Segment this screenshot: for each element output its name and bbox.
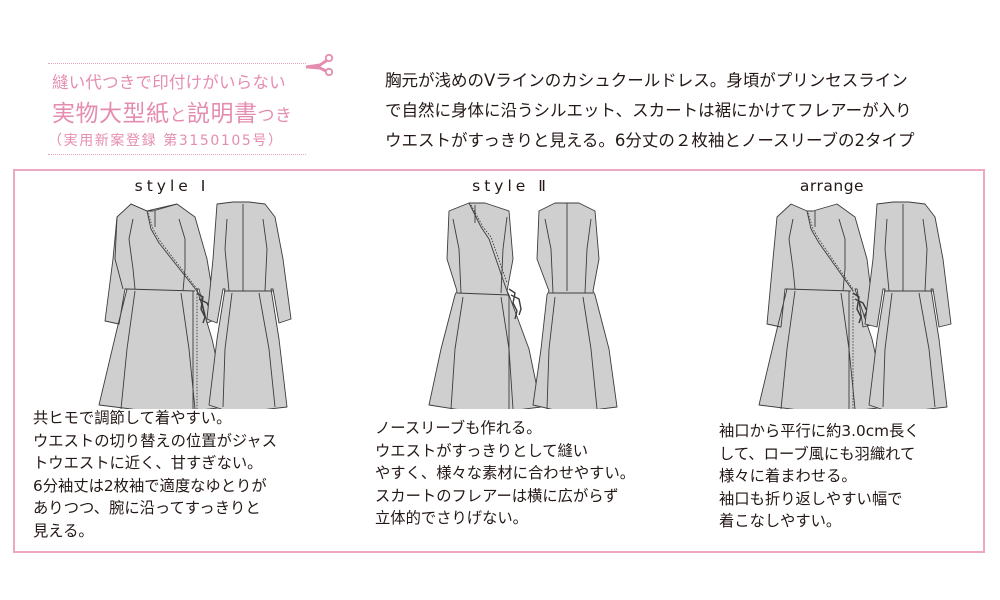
desc-line: 6分袖丈は2枚袖で適度なゆとりが <box>33 476 267 495</box>
promo-manual-label: 説明書 <box>187 101 258 127</box>
promo-patent-text: （実用新案登録 第3150105号） <box>48 133 284 149</box>
promo-pattern-text: 実物大型紙と説明書つき <box>52 94 293 128</box>
style-panel-arrange: arrange <box>685 171 985 551</box>
intro-line: で自然に身体に沿うシルエット、スカートは裾にかけてフレアーが入り <box>385 101 912 120</box>
desc-line: 袖口から平行に約3.0cm長く <box>719 422 920 440</box>
intro-description: 胸元が浅めのVラインのカシュクールドレス。身頃がプリンセスライン で自然に身体に… <box>385 66 997 156</box>
desc-line: ウエストがすっきりとして縫い <box>375 441 589 460</box>
style-description: 袖口から平行に約3.0cm長く して、ローブ風にも羽織れて 様々に着まわせる。 … <box>719 420 920 533</box>
promo-seam-allowance-text: 縫い代つきで印付けがいらない <box>52 73 286 92</box>
long-sleeve-dress-illustration <box>98 201 292 409</box>
desc-line: 着こなしやすい。 <box>719 512 842 530</box>
style-title: arrange <box>799 177 865 195</box>
intro-line: 胸元が浅めのVラインのカシュクールドレス。身頃がプリンセスライン <box>385 71 908 90</box>
desc-line: スカートのフレアーは横に広がらず <box>375 486 619 505</box>
style-title: style Ⅱ <box>472 177 550 195</box>
style-title: style Ⅰ <box>134 177 210 195</box>
style-description: 共ヒモで調節して着やすい。 ウエストの切り替えの位置がジャス トウエストに近く、… <box>33 407 277 542</box>
intro-line: ウエストがすっきりと見える。6分丈の２枚袖とノースリーブの2タイプ <box>385 131 915 150</box>
promo-pattern-label: 実物大型紙 <box>52 101 170 127</box>
promo-connector: と <box>169 106 187 126</box>
desc-line: ありつつ、腕に沿ってすっきりと <box>33 499 261 517</box>
desc-line: 共ヒモで調節して着やすい。 <box>33 409 232 427</box>
desc-line: 様々に着まわせる。 <box>719 467 857 485</box>
desc-line: トウエストに近く、甘すぎない。 <box>33 454 263 472</box>
desc-line: やすく、様々な素材に合わせやすい。 <box>375 464 636 482</box>
sleeveless-dress-illustration <box>428 202 618 409</box>
desc-line: して、ローブ風にも羽織れて <box>719 444 916 463</box>
desc-line: 見える。 <box>33 521 94 540</box>
robe-dress-illustration <box>758 201 952 409</box>
desc-line: ウエストの切り替えの位置がジャス <box>33 431 277 450</box>
dotted-divider-top <box>48 63 306 64</box>
style-description: ノースリーブも作れる。 ウエストがすっきりとして縫い やすく、様々な素材に合わせ… <box>375 417 635 530</box>
style-panel-1: style Ⅰ <box>25 171 325 551</box>
promo-tail: つき <box>257 106 293 126</box>
desc-line: ノースリーブも作れる。 <box>375 419 542 437</box>
scissors-icon <box>306 53 334 76</box>
styles-frame: style Ⅰ <box>13 169 985 553</box>
style-panel-2: style Ⅱ <box>365 171 665 551</box>
dotted-divider-bottom <box>48 154 306 155</box>
desc-line: 立体的でさりげない。 <box>375 509 528 527</box>
desc-line: 袖口も折り返しやすい幅で <box>719 489 903 508</box>
